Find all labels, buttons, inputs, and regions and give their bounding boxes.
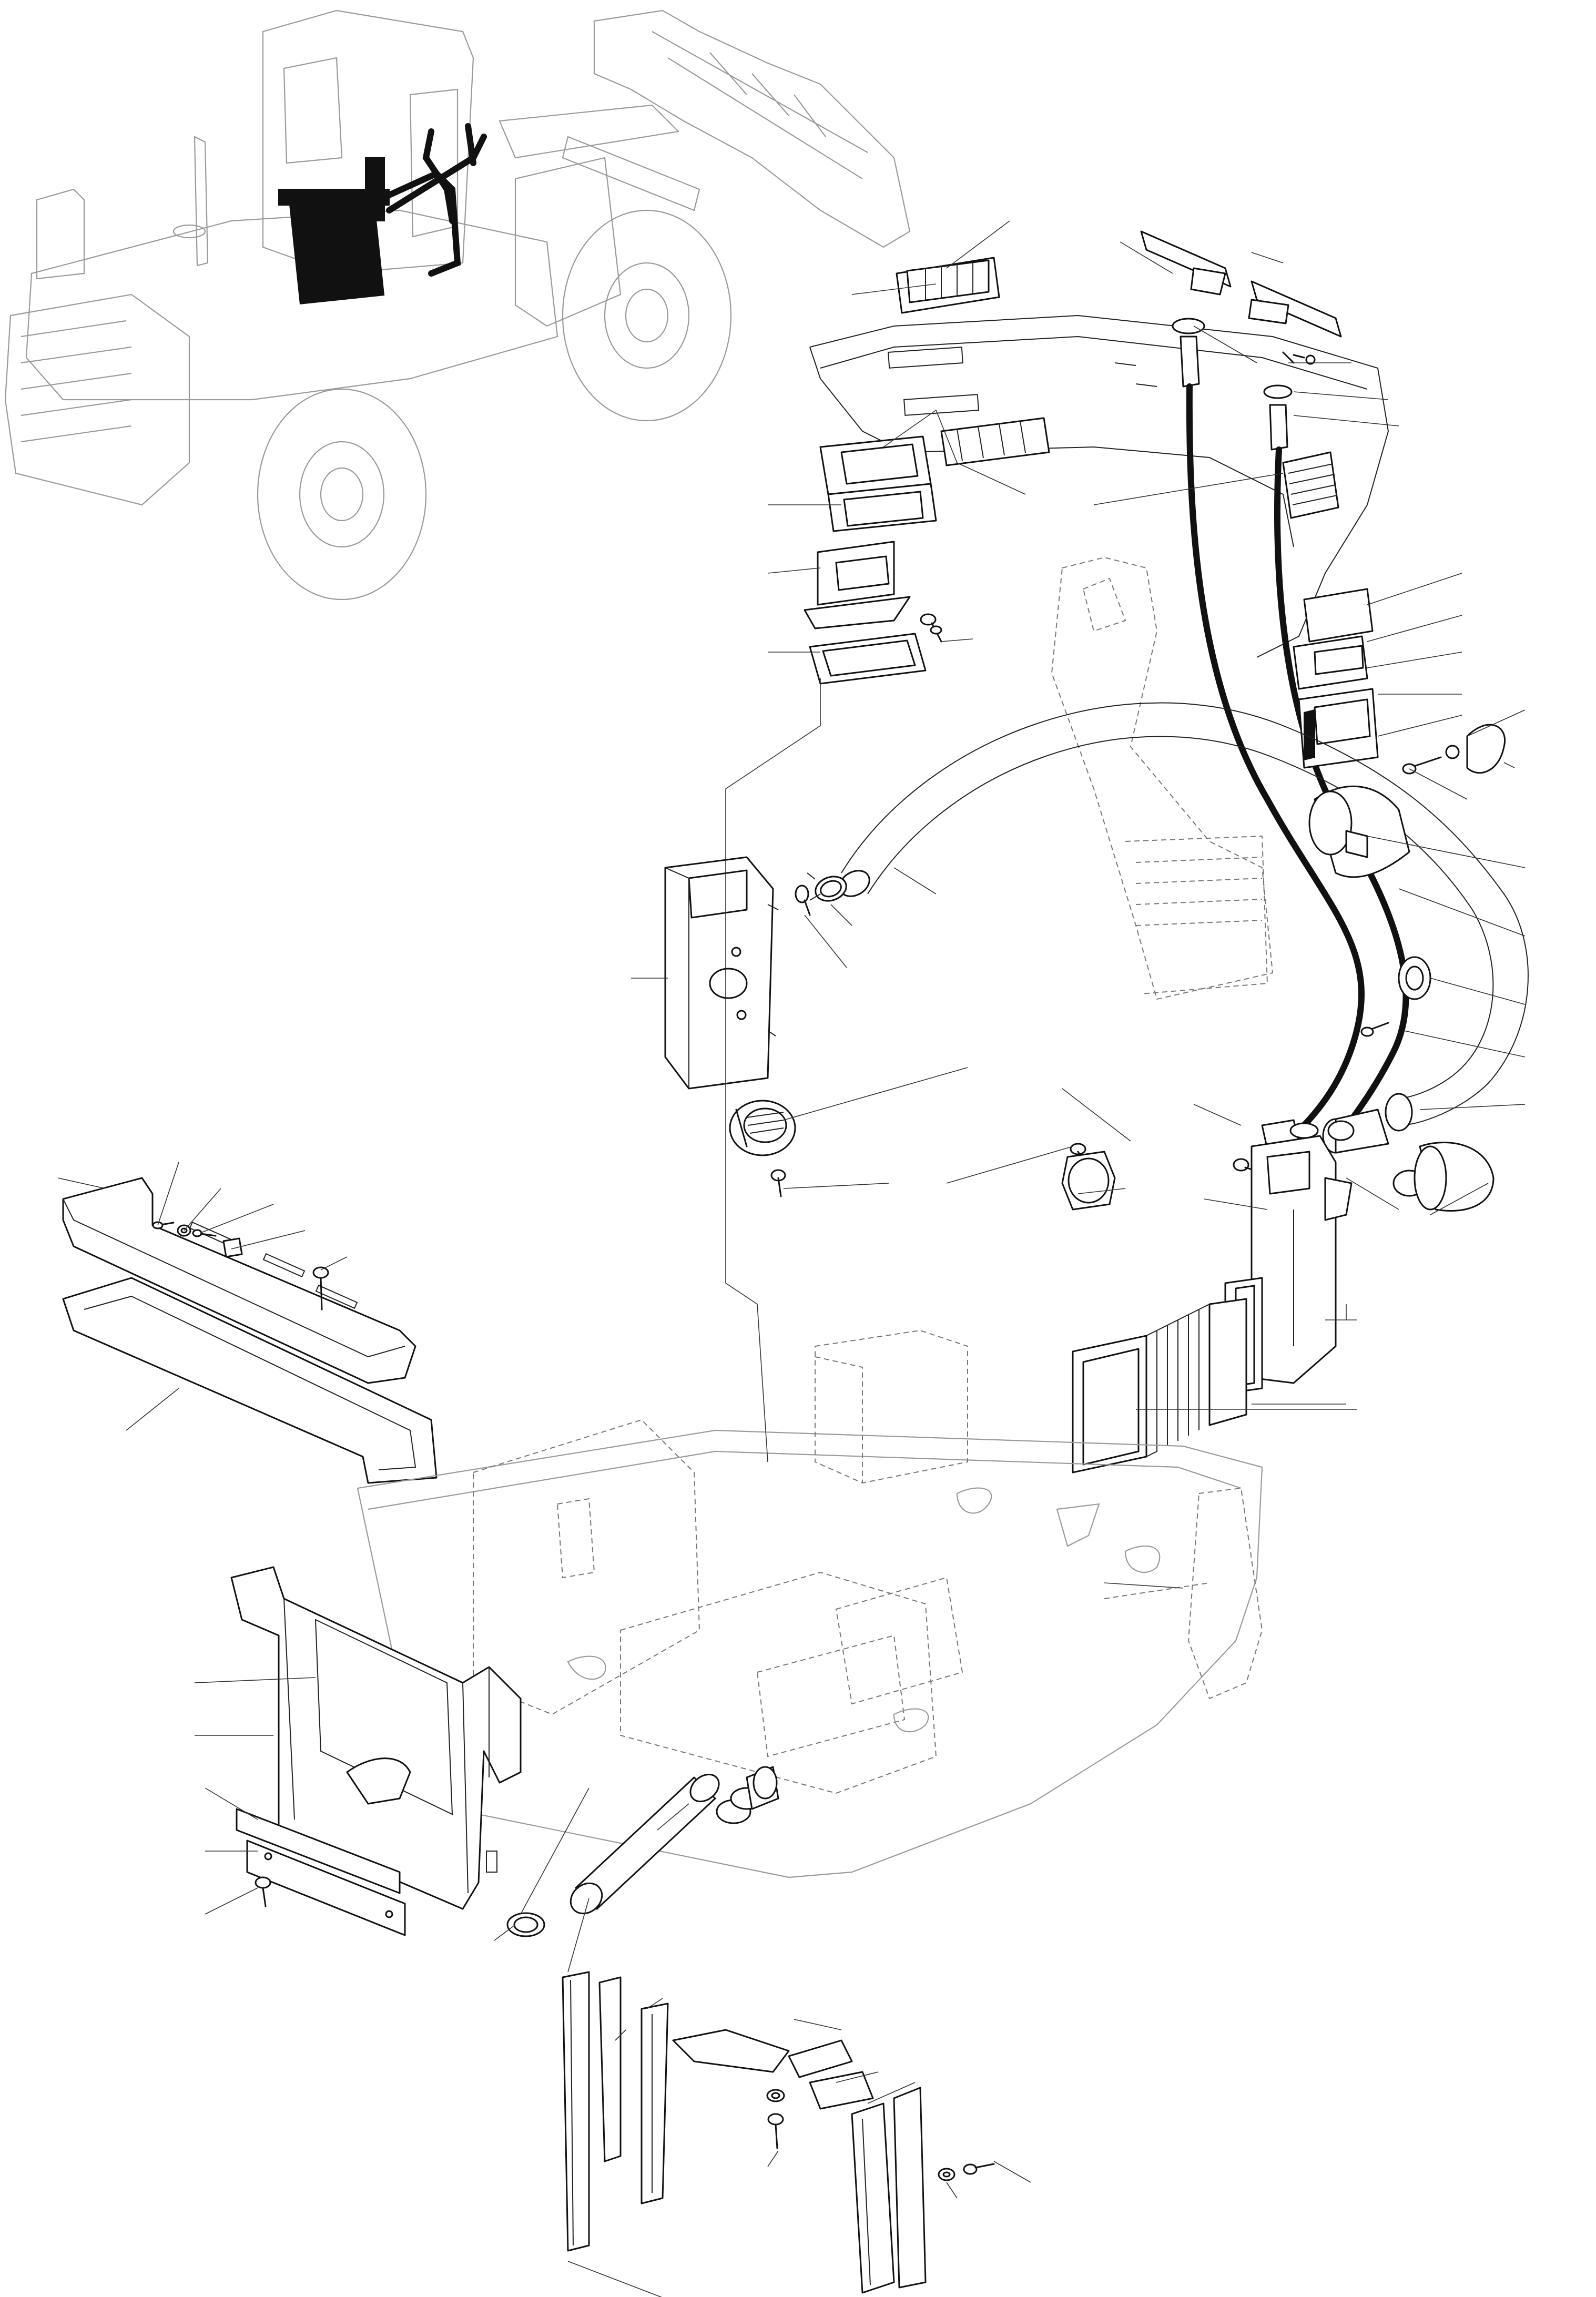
duct-connector xyxy=(1061,1151,1116,1211)
retaining-clip xyxy=(1402,724,1506,775)
defroster-nozzle-left xyxy=(1140,230,1232,296)
screw xyxy=(152,1221,175,1229)
vent-frame-left xyxy=(819,435,937,532)
distribution-box xyxy=(664,856,779,1090)
gasket xyxy=(809,633,927,685)
round-air-outlet xyxy=(1398,956,1431,1000)
flexible-air-duct xyxy=(1308,785,1410,878)
screw xyxy=(920,613,942,643)
screw xyxy=(770,1169,786,1197)
cover-strip xyxy=(851,2087,927,2294)
washer xyxy=(938,2168,955,2181)
duct-adapter xyxy=(804,541,911,629)
flexible-air-duct xyxy=(839,702,1529,1132)
bellows-duct xyxy=(1072,1298,1247,1473)
hose-clamp xyxy=(807,872,847,902)
wheel-loader-overview xyxy=(4,9,911,601)
cover-strip xyxy=(562,1971,669,2252)
frame-plate xyxy=(230,1566,522,1910)
screw xyxy=(767,2113,784,2149)
steering-column-hidden xyxy=(1051,556,1274,1000)
vertical-duct xyxy=(1251,1135,1353,1384)
defroster-nozzle-right xyxy=(1248,280,1342,338)
bracket-bar xyxy=(62,1277,438,1484)
mounting-rail xyxy=(236,1808,406,1936)
screw xyxy=(192,1229,217,1237)
duct-straight xyxy=(570,1773,720,1915)
air-vent-right xyxy=(1282,451,1339,519)
air-vent-center xyxy=(940,417,1050,466)
duct-straight xyxy=(746,1766,779,1810)
leader-lines xyxy=(57,220,1526,2297)
vent-stack-right xyxy=(1293,588,1379,769)
screw xyxy=(795,885,811,916)
bracket-bar xyxy=(62,1177,416,1384)
screw xyxy=(1360,1022,1389,1037)
washer xyxy=(766,2089,785,2102)
hose-clamp xyxy=(1289,1120,1426,1197)
screw xyxy=(963,2163,995,2175)
round-air-outlet xyxy=(729,1100,796,1156)
spacer xyxy=(222,1237,243,1258)
cover-plate xyxy=(672,2029,874,2110)
screw xyxy=(255,1876,271,1907)
duct-straight xyxy=(1414,1142,1495,1212)
defroster-hose xyxy=(1180,336,1409,1150)
air-vent-upper-left xyxy=(896,257,1000,314)
hose-clamp xyxy=(1172,318,1316,399)
screw xyxy=(312,1266,329,1310)
